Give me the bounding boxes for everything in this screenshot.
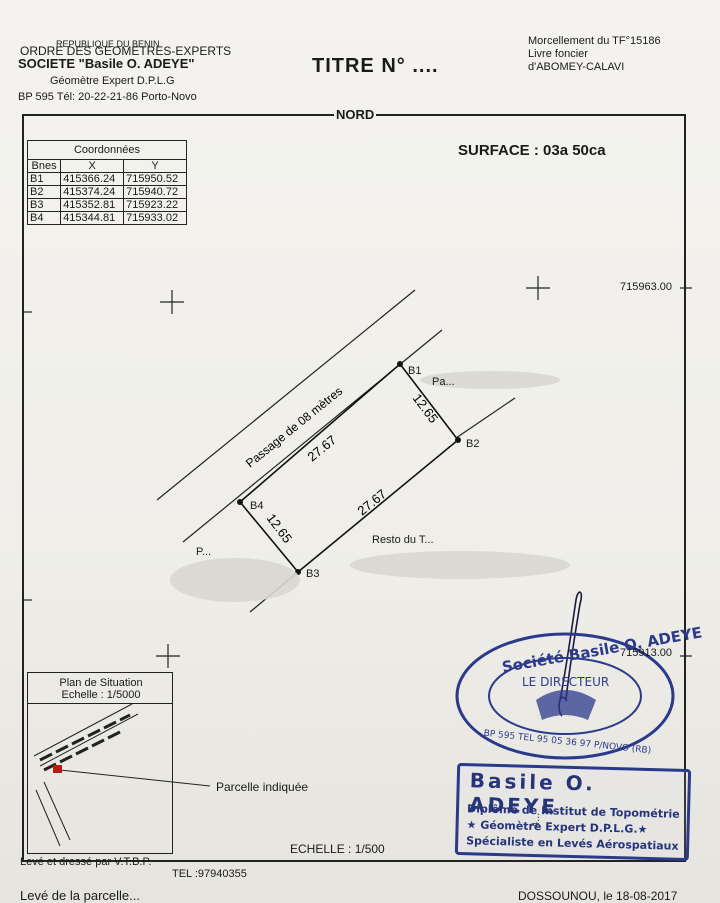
situation-map [33, 703, 211, 847]
frame-ticks [22, 287, 692, 657]
road-line [33, 703, 133, 757]
cell-bne: B4 [26, 211, 62, 225]
cell-x: 415344.81 [60, 211, 125, 225]
stamp-outer-ring [455, 632, 675, 760]
corner-b1-marker [397, 361, 403, 367]
rectangular-stamp: Basile O. ADEYE Diplômé de Institut de T… [454, 762, 692, 862]
passage-edge-upper [156, 289, 416, 501]
morcellement-line: Morcellement du TF°15186 [528, 35, 661, 47]
dimension-top: 27.67 [304, 432, 339, 464]
page-title: TITRE N° .... [312, 55, 439, 77]
grid-cross [160, 290, 184, 314]
corner-b2-marker [455, 437, 461, 443]
plan-situation-scale: Echelle : 1/5000 [61, 689, 141, 701]
redaction [350, 551, 570, 579]
redaction [420, 371, 560, 389]
header-geometre: Géomètre Expert D.P.L.G [50, 75, 175, 87]
coordinates-table: Coordonnées Bnes X Y B1 415366.24 715950… [26, 140, 187, 225]
table-row: B1 415366.24 715950.52 [26, 172, 187, 186]
road-line [43, 781, 71, 841]
table-row: B4 415344.81 715933.02 [26, 211, 187, 225]
cell-y: 715933.02 [123, 211, 187, 225]
redaction [170, 558, 300, 602]
north-label: NORD [334, 107, 377, 122]
passage-label: Passage de 08 mètres [243, 384, 345, 470]
redacted-areas [170, 371, 570, 602]
leader-line [59, 769, 211, 787]
header-morcellement: Morcellement du TF°15186 Livre foncier d… [528, 35, 661, 74]
round-stamp: Société Basile O. ADEYE LE DIRECTEUR BP … [455, 623, 704, 760]
coordinates-title: Coordonnées [27, 140, 187, 160]
grid-cross [156, 644, 180, 668]
parcelle-indiquee-label: Parcelle indiquée [216, 780, 309, 794]
corner-b4-marker [237, 499, 243, 505]
plan-situation-box: Plan de Situation Echelle : 1/5000 [27, 672, 173, 854]
scale-label: ECHELLE : 1/500 [290, 842, 385, 856]
livre-foncier-line: Livre foncier [528, 48, 588, 60]
header-bp: BP 595 Tél: 20-22-21-86 Porto-Novo [18, 91, 197, 103]
neighbour-line [455, 397, 516, 439]
grid-cross [526, 276, 550, 300]
round-stamp-text: Société Basile O. ADEYE [501, 623, 704, 676]
label-b2: B2 [466, 438, 480, 450]
grid-crosses [156, 276, 550, 668]
header-republique: REPUBLIQUE DU BENIN [56, 39, 160, 49]
block-marks [43, 730, 121, 772]
coordinates-title-row: Coordonnées [27, 140, 187, 160]
label-b1: B1 [408, 365, 422, 377]
coord-label-top: 715963.00 [620, 281, 672, 293]
passage-edge-lower [182, 329, 443, 543]
footer-tel: TEL :97940355 [172, 868, 247, 880]
footer-leve: Levé et dressé par V.T.B.P. [20, 856, 152, 868]
header-societe: SOCIETE "Basile O. ADEYE" [18, 56, 195, 71]
header-bnes: Bnes [26, 159, 62, 173]
plan-situation-title: Plan de Situation [59, 677, 143, 689]
road-line [35, 789, 61, 847]
label-reste: Resto du T... [372, 534, 434, 546]
stamp-line-2: ★ Géomètre Expert D.P.L.G.★ [466, 818, 648, 836]
dimension-bottom: 27.67 [354, 486, 389, 518]
label-b3: B3 [306, 568, 320, 580]
label-parcelle-left: P... [196, 546, 212, 558]
cell-x: 415366.24 [60, 172, 125, 186]
stamp-line-3: Spécialiste en Levés Aérospatiaux [466, 834, 679, 853]
road-line [39, 713, 139, 767]
lieu-line: d'ABOMEY-CALAVI [528, 61, 625, 73]
footer-date: DOSSOUNOU, le 18-08-2017 [518, 889, 678, 903]
stamp-inner-ring [488, 657, 642, 735]
coord-label-bottom: 715913.00 [620, 647, 672, 659]
table-row: B2 415374.24 715940.72 [26, 185, 187, 199]
round-stamp-center: LE DIRECTEUR [522, 675, 609, 689]
label-parcelle-right: Pa... [432, 376, 455, 388]
plan-divider [28, 703, 172, 704]
header-ordre: ORDRE DES GEOMETRES-EXPERTS [20, 44, 232, 58]
cell-bne: B3 [26, 198, 62, 212]
parcel-location-marker [53, 765, 62, 773]
surface-label: SURFACE : 03a 50ca [458, 142, 606, 159]
dimension-left: 12.65 [264, 511, 296, 546]
block-marks [39, 713, 131, 762]
stamp-emblem-icon [536, 690, 596, 720]
footer-leve-parcelle: Levé de la parcelle... [20, 888, 140, 903]
label-b4: B4 [250, 500, 264, 512]
dimension-right: 12.65 [410, 391, 442, 426]
round-stamp-bottom: BP 595 TEL 95 05 36 97 P/NOVO (RB) [483, 729, 651, 757]
plan-situation-header: Plan de Situation Echelle : 1/5000 [28, 677, 174, 701]
